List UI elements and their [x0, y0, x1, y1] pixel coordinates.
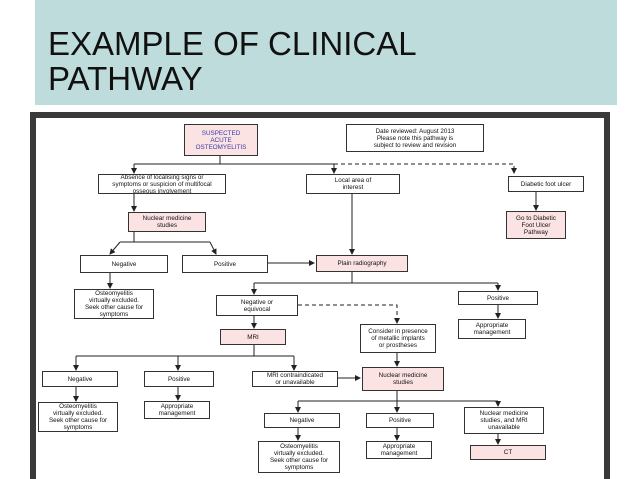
local-area-node: Local area of interest: [306, 174, 400, 194]
diabetic-foot-ulcer-node: Diabetic foot ulcer: [508, 176, 584, 192]
excluded-node-1: Osteomyelitis virtually excluded. Seek o…: [74, 289, 154, 319]
appropriate-management-node-3: Appropriate management: [366, 441, 432, 459]
connector-lines: [73, 156, 539, 445]
absence-of-signs-node: Absence of localising signs or symptoms …: [98, 174, 226, 195]
positive-node-4: Positive: [366, 413, 434, 428]
negative-or-equivocal-node: Negative or equivocal: [216, 295, 298, 316]
consider-implants-node: Consider in presence of metallic implant…: [360, 324, 436, 353]
positive-node-3: Positive: [144, 371, 214, 387]
negative-node-1: Negative: [80, 255, 168, 273]
mri-contraindicated-node: MRI contraindicated or unavailable: [252, 371, 338, 387]
go-to-diabetic-pathway-node: Go to Diabetic Foot Ulcer Pathway: [506, 211, 566, 239]
appropriate-management-node-2: Appropriate management: [144, 401, 210, 419]
excluded-node-2: Osteomyelitis virtually excluded. Seek o…: [38, 402, 118, 432]
positive-node-2: Positive: [458, 291, 538, 305]
pathway-diagram: SUSPECTED ACUTE OSTEOMYELITIS Date revie…: [36, 118, 604, 479]
negative-node-2: Negative: [42, 371, 118, 387]
excluded-node-3: Osteomyelitis virtually excluded. Seek o…: [258, 441, 340, 473]
positive-node-1: Positive: [182, 255, 268, 273]
mri-node: MRI: [220, 329, 286, 345]
ct-node: CT: [470, 445, 546, 460]
nuclear-medicine-node-2: Nuclear medicine studies: [362, 367, 444, 391]
nuclear-medicine-node-1: Nuclear medicine studies: [128, 212, 206, 232]
suspected-osteomyelitis-node: SUSPECTED ACUTE OSTEOMYELITIS: [184, 124, 258, 156]
review-note: Date reviewed: August 2013 Please note t…: [346, 124, 484, 152]
negative-node-3: Negative: [264, 413, 340, 428]
plain-radiography-node: Plain radiography: [316, 255, 408, 272]
appropriate-management-node-1: Appropriate management: [458, 319, 526, 339]
title-banner: [35, 0, 617, 105]
nuclear-and-mri-unavailable-node: Nuclear medicine studies, and MRI unavai…: [464, 407, 544, 434]
slide-title: EXAMPLE OF CLINICAL PATHWAY: [48, 25, 417, 97]
